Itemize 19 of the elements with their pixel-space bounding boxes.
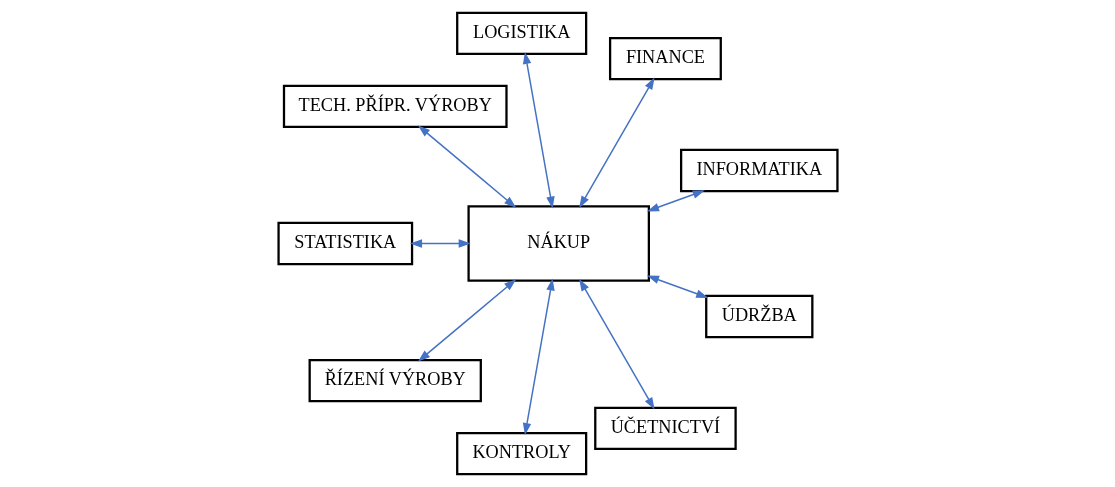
arrow (522, 278, 555, 436)
node-box: NÁKUP (466, 205, 650, 282)
arrow (409, 239, 471, 248)
arrow (417, 125, 516, 208)
node-box: KONTROLY (455, 432, 587, 476)
node-box: TECH. PŘÍPR. VÝROBY (282, 84, 508, 128)
node-box: ÚDRŽBA (704, 294, 813, 339)
arrow (578, 278, 655, 410)
node-box: STATISTIKA (276, 221, 413, 266)
arrow (417, 279, 516, 362)
node-box: FINANCE (608, 37, 722, 81)
arrow (522, 51, 555, 209)
node-box: ÚČETNICTVÍ (593, 406, 737, 450)
arrow (646, 190, 705, 212)
node-box: LOGISTIKA (455, 11, 587, 55)
node-box: ŘÍZENÍ VÝROBY (308, 359, 482, 403)
arrow (578, 77, 655, 209)
node-box: INFORMATIKA (679, 148, 839, 193)
arrow (646, 275, 708, 298)
